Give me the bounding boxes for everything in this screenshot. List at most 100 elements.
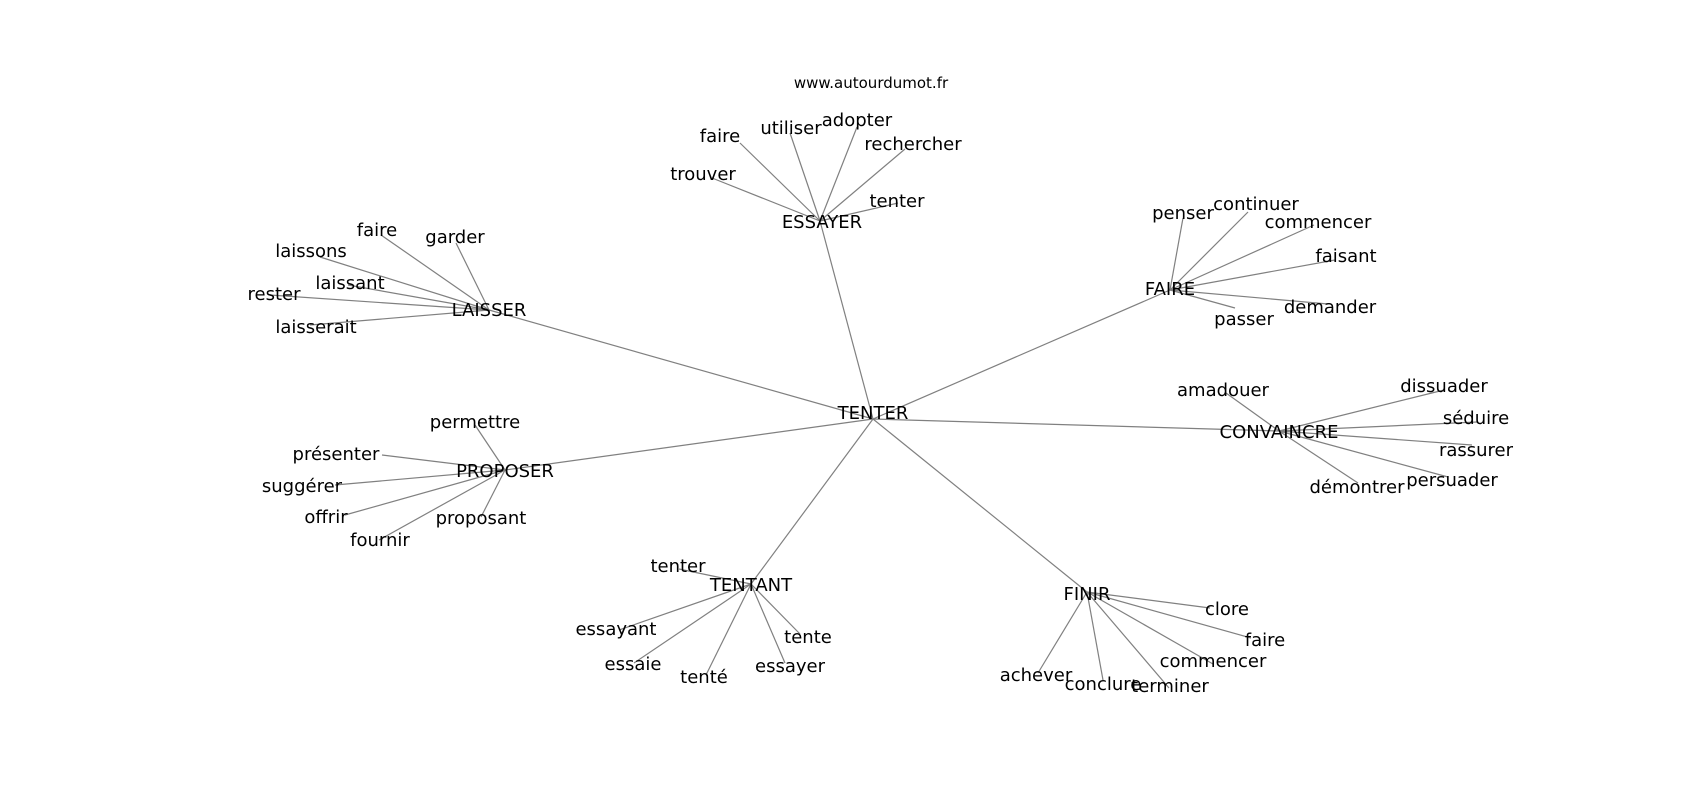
edge-hub-to-leaf <box>1278 389 1445 432</box>
leaf-node-label: essayant <box>575 619 656 640</box>
edge-hub-to-leaf <box>739 142 821 222</box>
leaf-node-label: offrir <box>304 507 348 528</box>
hub-node-label: ESSAYER <box>782 212 862 233</box>
leaf-node-label: tenter <box>650 556 706 577</box>
leaf-node-label: faire <box>357 220 397 241</box>
edge-hub-to-leaf <box>1278 430 1359 484</box>
leaf-node-label: fournir <box>350 530 410 551</box>
edge-hub-to-leaf <box>750 583 786 664</box>
leaf-node-label: trouver <box>670 164 736 185</box>
leaf-node-label: laissant <box>315 273 384 294</box>
edge-hub-to-leaf <box>789 132 821 222</box>
edge-hub-to-leaf <box>378 469 506 541</box>
edge-hub-to-leaf <box>618 583 752 631</box>
edge-hub-to-leaf <box>1169 211 1249 291</box>
edge-center-to-hub <box>872 418 1088 593</box>
leaf-node-label: achever <box>1000 665 1073 686</box>
hub-node-label: TENTANT <box>709 575 793 596</box>
edge-center-to-hub <box>504 418 874 471</box>
leaf-node-label: clore <box>1205 599 1249 620</box>
edge-hub-to-leaf <box>334 469 506 486</box>
leaf-node-label: dissuader <box>1400 376 1488 397</box>
leaf-node-label: essaie <box>605 654 662 675</box>
edge-hub-to-leaf <box>309 309 490 326</box>
hub-node-label: LAISSER <box>452 300 527 321</box>
leaf-node-label: demander <box>1284 297 1377 318</box>
edge-hub-to-leaf <box>480 469 506 518</box>
leaf-node-label: commencer <box>1265 212 1372 233</box>
edge-hub-to-leaf <box>269 294 490 311</box>
leaf-node-label: adopter <box>822 110 893 131</box>
leaf-node-label: faire <box>700 126 740 147</box>
edge-center-to-hub <box>872 289 1171 420</box>
leaf-node-label: tenté <box>680 667 728 688</box>
leaf-node-label: suggérer <box>262 476 343 497</box>
leaf-node-label: passer <box>1214 309 1274 330</box>
leaf-node-label: terminer <box>1131 676 1209 697</box>
edge-hub-to-leaf <box>750 583 801 635</box>
leaf-node-label: laisserait <box>275 317 356 338</box>
leaf-node-label: présenter <box>293 444 380 465</box>
edge-center-to-hub <box>872 418 1280 432</box>
leaf-node-label: amadouer <box>1177 380 1270 401</box>
hub-node-label: FAIRE <box>1145 279 1195 300</box>
edge-hub-to-leaf <box>319 256 490 311</box>
edge-hub-to-leaf <box>1278 430 1449 478</box>
edge-hub-to-leaf <box>1169 217 1184 291</box>
leaf-node-label: commencer <box>1160 651 1267 672</box>
leaf-node-label: rester <box>248 284 302 305</box>
leaf-node-label: essayer <box>755 656 826 677</box>
edge-hub-to-leaf <box>1169 289 1329 305</box>
leaf-node-label: utiliser <box>760 118 822 139</box>
leaf-node-label: persuader <box>1406 470 1498 491</box>
leaf-node-label: faisant <box>1315 246 1376 267</box>
leaf-node-label: continuer <box>1213 194 1299 215</box>
edge-hub-to-leaf <box>819 126 858 222</box>
site-credit: www.autourdumot.fr <box>794 74 949 92</box>
leaf-node-label: démontrer <box>1310 477 1406 498</box>
edge-hub-to-leaf <box>1086 591 1252 639</box>
leaf-node-label: garder <box>425 227 485 248</box>
edge-hub-to-leaf <box>1086 591 1214 665</box>
leaf-node-label: tente <box>784 627 832 648</box>
leaf-node-label: penser <box>1152 203 1214 224</box>
edge-hub-to-leaf <box>1169 289 1236 309</box>
edge-hub-to-leaf <box>1225 392 1280 432</box>
edge-hub-to-leaf <box>819 202 899 222</box>
edge-hub-to-leaf <box>347 284 490 311</box>
hub-node-label: PROPOSER <box>456 461 554 482</box>
edge-hub-to-leaf <box>344 469 506 516</box>
graph-labels: www.autourdumot.fr TENTER ESSAYER trouver f… <box>248 74 1514 697</box>
edge-hub-to-leaf <box>1086 591 1170 689</box>
edge-hub-to-leaf <box>1086 591 1104 681</box>
edge-hub-to-leaf <box>1169 224 1315 291</box>
edge-hub-to-leaf <box>1278 430 1473 446</box>
edge-hub-to-leaf <box>1278 421 1478 432</box>
edge-hub-to-leaf <box>1037 591 1088 674</box>
edge-hub-to-leaf <box>678 568 752 585</box>
edge-hub-to-leaf <box>474 424 506 471</box>
edge-center-to-hub <box>488 309 874 420</box>
leaf-node-label: permettre <box>430 412 520 433</box>
hub-node-label: CONVAINCRE <box>1220 422 1339 443</box>
leaf-node-label: faire <box>1245 630 1285 651</box>
center-node-label: TENTER <box>837 403 909 424</box>
leaf-node-label: séduire <box>1443 408 1509 429</box>
edge-hub-to-leaf <box>705 583 752 676</box>
edge-center-to-hub <box>819 220 874 420</box>
edge-hub-to-leaf <box>711 177 821 222</box>
edge-center-to-hub <box>750 418 874 585</box>
edge-hub-to-leaf <box>381 454 506 471</box>
leaf-node-label: laissons <box>275 241 347 262</box>
edge-hub-to-leaf <box>1169 259 1336 291</box>
leaf-node-label: rassurer <box>1439 440 1514 461</box>
graph-edges <box>269 126 1478 689</box>
hub-node-label: FINIR <box>1064 584 1111 605</box>
edge-hub-to-leaf <box>1086 591 1211 609</box>
edge-hub-to-leaf <box>633 583 752 664</box>
edge-hub-to-leaf <box>380 234 490 311</box>
edge-hub-to-leaf <box>455 242 490 311</box>
leaf-node-label: conclure <box>1065 674 1142 695</box>
